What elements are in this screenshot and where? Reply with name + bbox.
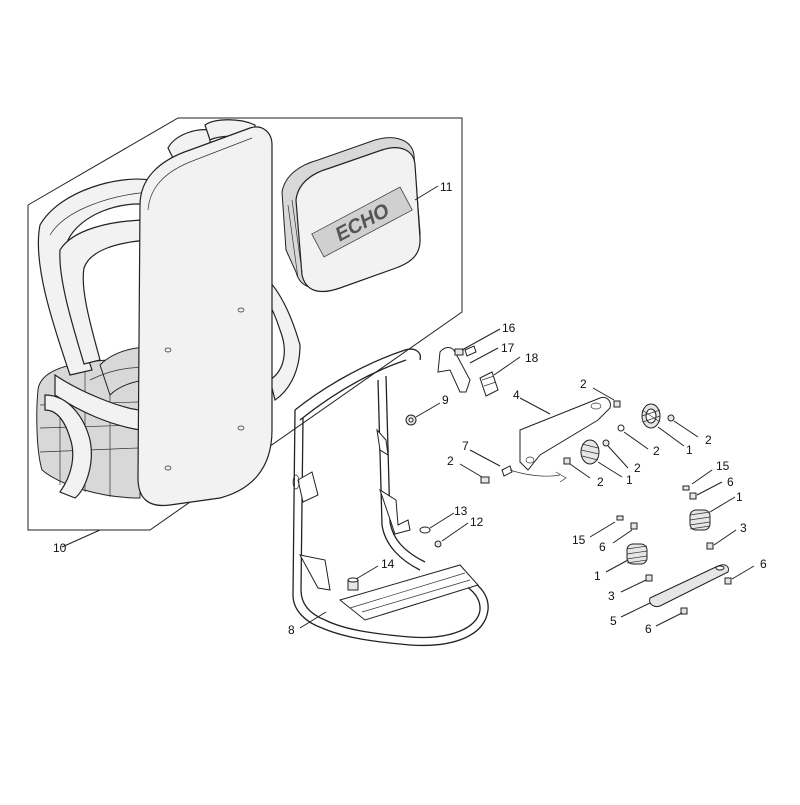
callout-9: 9 [442, 393, 449, 407]
callout-labels: 10 11 16 17 18 9 4 2 7 2 1 2 2 2 2 1 15 … [53, 180, 767, 637]
callout-2-mid2: 2 [634, 461, 641, 475]
main-frame [292, 348, 489, 647]
callout-6-left: 6 [599, 540, 606, 554]
back-pad [137, 126, 273, 507]
logo-cushion: ECHO [281, 137, 421, 293]
pivot-bracket [519, 397, 611, 471]
callout-18: 18 [525, 351, 539, 365]
callout-16: 16 [502, 321, 516, 335]
small-hardware [347, 414, 567, 591]
callout-1-right: 1 [736, 490, 743, 504]
callout-11: 11 [440, 180, 453, 194]
callout-14: 14 [381, 557, 395, 571]
callout-6-bottom: 6 [645, 622, 652, 636]
callout-1-left: 1 [594, 569, 601, 583]
callout-1-mid: 1 [626, 473, 633, 487]
callout-17: 17 [501, 341, 515, 355]
slider-bar [649, 564, 729, 607]
callout-15-left: 15 [572, 533, 586, 547]
callout-15-right: 15 [716, 459, 730, 473]
callout-6-right: 6 [727, 475, 734, 489]
callout-2-left: 2 [447, 454, 454, 468]
callout-8: 8 [288, 623, 295, 637]
callout-1-top: 1 [686, 443, 693, 457]
callout-7: 7 [462, 439, 469, 453]
top-latch-parts [437, 345, 499, 397]
leader-lines [61, 185, 755, 629]
callout-10: 10 [53, 541, 67, 555]
callout-12: 12 [470, 515, 484, 529]
fasteners [454, 348, 732, 615]
callout-3-left: 3 [608, 589, 615, 603]
harness-assembly-box [27, 117, 463, 531]
callout-2-mid: 2 [653, 444, 660, 458]
callout-3-right: 3 [740, 521, 747, 535]
springs [580, 403, 711, 565]
callout-4: 4 [513, 388, 520, 402]
harness-straps [36, 119, 301, 499]
callout-2-right: 2 [705, 433, 712, 447]
callout-2-low: 2 [597, 475, 604, 489]
callout-5: 5 [610, 614, 617, 628]
callout-6-right2: 6 [760, 557, 767, 571]
callout-13: 13 [454, 504, 468, 518]
callout-2-top: 2 [580, 377, 587, 391]
